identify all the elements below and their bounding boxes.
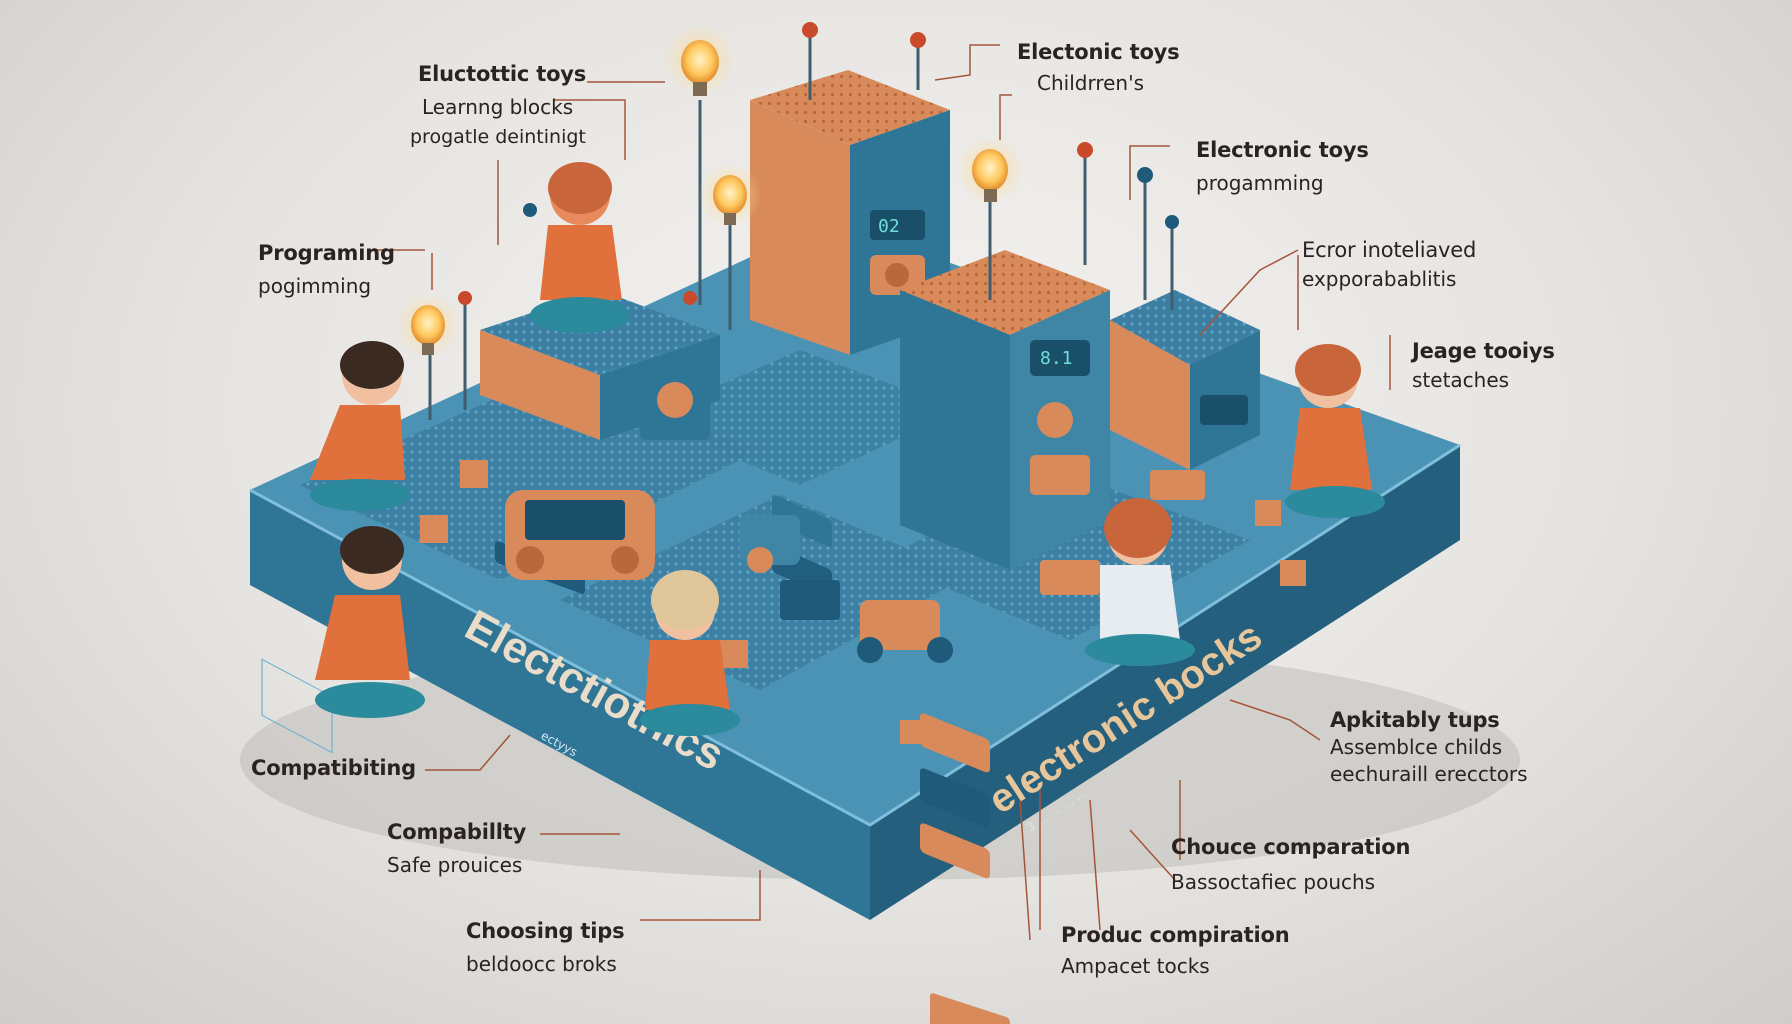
callout-label-11: Chouce comparation Bassoctafiec pouchs (1171, 835, 1410, 894)
svg-text:8.1: 8.1 (1040, 348, 1073, 369)
callout-line: Safe prouices (387, 853, 523, 878)
callout-label-5: Jeage tooiys stetaches (1412, 339, 1555, 392)
callout-line: Ampacet tocks (1061, 954, 1210, 979)
callout-line: stetaches (1412, 368, 1510, 393)
callout-title: Electonic toys (1017, 40, 1180, 64)
leader-lines (370, 44, 1391, 941)
callout-label-8: Compabillty Safe prouices (387, 820, 526, 877)
callout-title: Compatibiting (251, 756, 417, 780)
station-right (1110, 290, 1260, 470)
callout-line: eechuraill erecctors (1330, 762, 1528, 787)
pole-knobs (458, 22, 1179, 305)
callout-line: Bassoctafiec pouchs (1171, 870, 1376, 895)
callout-title: Ecror inoteliaved (1302, 238, 1477, 262)
callout-title: Programing (258, 241, 395, 265)
callout-line: Learnng blocks (422, 95, 574, 120)
callout-label-1: Eluctottic toys Learnng blocks progatle … (410, 62, 587, 149)
callout-line: Assemblce childs (1330, 735, 1503, 760)
callout-label-7: Compatibiting (251, 756, 416, 780)
callout-title: Jeage tooiys (1412, 339, 1555, 363)
callout-label-6: Programing pogimming (258, 241, 395, 298)
callout-line: pogimming (258, 274, 372, 299)
lightbulb-icon (396, 24, 1024, 357)
callout-line: beldoocc broks (466, 952, 617, 977)
small-blocks (420, 360, 1306, 1024)
callout-label-3: Electronic toys progamming (1196, 138, 1369, 195)
callout-label-4: Ecror inoteliaved expporabablitis (1302, 238, 1476, 291)
child-figure (310, 341, 410, 511)
child-figure (1085, 498, 1195, 666)
callout-label-2: Electonic toys Childrren's (1017, 40, 1180, 96)
callout-title: Produc compiration (1061, 923, 1290, 947)
callout-title: Chouce comparation (1171, 835, 1411, 859)
callout-title: Choosing tips (466, 919, 625, 943)
callout-title: Compabillty (387, 820, 527, 844)
svg-text:02: 02 (878, 216, 900, 237)
callout-title: Apkitably tups (1330, 708, 1500, 732)
child-figure (640, 570, 740, 736)
tower-front: 8.1 (900, 250, 1110, 879)
callout-label-10: Apkitably tups Assemblce childs eechurai… (1330, 708, 1528, 786)
callout-line: progamming (1196, 171, 1324, 196)
callout-line: expporabablitis (1302, 267, 1457, 292)
callout-line: Childrren's (1037, 71, 1145, 96)
child-figure (1285, 344, 1385, 518)
callout-line: progatle deintinigt (410, 126, 586, 149)
callout-label-12: Produc compiration Ampacet tocks (1061, 923, 1290, 979)
callout-title: Electronic toys (1196, 138, 1369, 162)
callout-title: Eluctottic toys (418, 62, 587, 86)
child-figure (530, 162, 630, 333)
child-figure (315, 526, 425, 718)
callout-label-9: Choosing tips beldoocc broks (466, 919, 625, 977)
